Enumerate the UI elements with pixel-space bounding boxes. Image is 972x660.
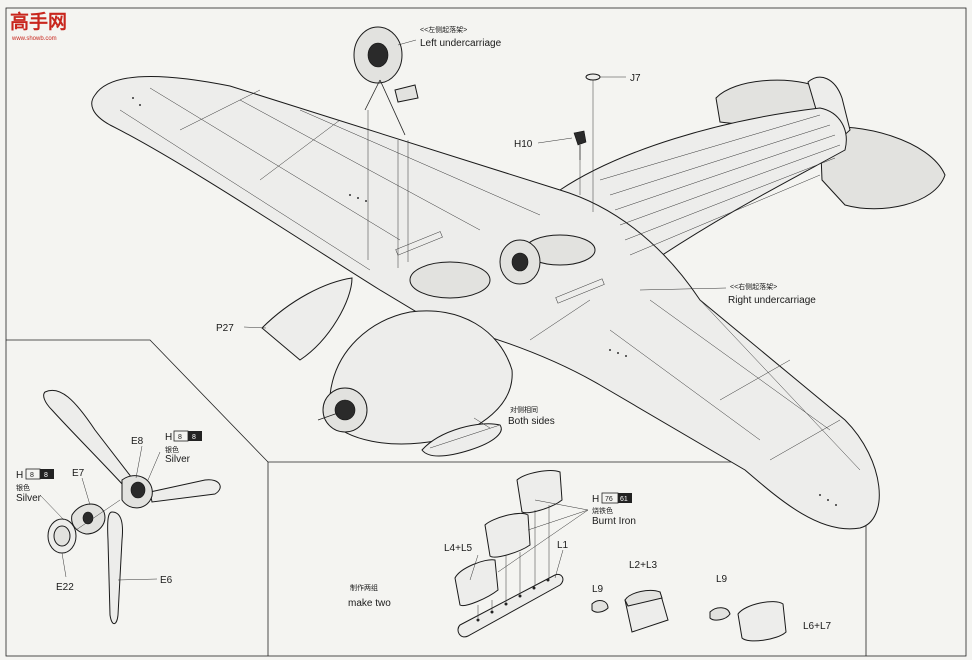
label-l4-l5: L4+L5	[444, 543, 473, 554]
both-sides-cn: 对侧相同	[510, 405, 538, 414]
svg-text:8: 8	[178, 434, 182, 441]
right-undercarriage-en: Right undercarriage	[728, 295, 816, 306]
aircraft-fuselage-wing	[91, 75, 946, 530]
label-p27: P27	[216, 323, 234, 334]
propeller-blade-right	[149, 479, 221, 503]
label-e7: E7	[72, 468, 85, 479]
svg-text:H: H	[592, 494, 599, 505]
label-l9-b: L9	[716, 574, 728, 585]
propeller-blade-lower	[107, 511, 123, 625]
part-h10-shape	[573, 130, 587, 195]
svg-text:Silver: Silver	[16, 493, 42, 504]
svg-text:H: H	[165, 432, 172, 443]
ventral-part	[421, 423, 502, 457]
propeller-assembly	[43, 389, 221, 625]
rivet-dots	[132, 97, 837, 506]
propeller-blade-upper	[43, 389, 133, 487]
left-undercarriage-en: Left undercarriage	[420, 38, 502, 49]
part-l4-l5-stack-2	[484, 512, 531, 558]
flap-slot-right	[555, 278, 605, 304]
svg-text:8: 8	[30, 472, 34, 479]
color-code-burnt-iron: H 76 61 烧铁色 Burnt Iron	[592, 492, 636, 527]
part-l4-l5-stack-1	[454, 559, 499, 607]
svg-text:银色: 银色	[165, 445, 179, 454]
right-undercarriage-cn: <<右侧起落架>	[730, 282, 777, 291]
leader-lines	[243, 39, 727, 429]
svg-text:8: 8	[44, 472, 48, 479]
svg-text:8: 8	[192, 434, 196, 441]
site-logo: 高手网 www.showb.com	[10, 10, 67, 42]
left-wheel-well	[409, 261, 491, 299]
svg-text:76: 76	[605, 496, 613, 503]
label-j7: J7	[630, 73, 641, 84]
make-two-en: make two	[348, 598, 391, 609]
part-l1-strip	[457, 573, 564, 638]
svg-text:H: H	[16, 470, 23, 481]
flap-slot-left	[395, 231, 443, 256]
label-l6-l7: L6+L7	[803, 621, 832, 632]
fuselage-stringers	[599, 114, 841, 256]
label-e22: E22	[56, 582, 74, 593]
part-l9-clip-b	[709, 607, 731, 621]
gear-door-bracket	[394, 84, 419, 103]
label-l2-l3: L2+L3	[629, 560, 658, 571]
left-undercarriage-assembly	[353, 26, 419, 268]
right-wheel-hub	[511, 252, 529, 272]
label-e6: E6	[160, 575, 173, 586]
label-l9-a: L9	[592, 584, 604, 595]
svg-text:银色: 银色	[16, 483, 30, 492]
svg-text:高手网: 高手网	[10, 10, 67, 33]
engine-hub	[334, 399, 356, 421]
svg-text:61: 61	[620, 496, 628, 503]
page-border	[5, 7, 967, 657]
svg-text:Burnt Iron: Burnt Iron	[592, 516, 636, 527]
wing-panel-lines	[119, 87, 861, 471]
svg-text:烧铁色: 烧铁色	[592, 506, 613, 515]
exhaust-assembly	[454, 470, 787, 642]
color-code-silver-e7: H 8 8 银色 Silver	[16, 468, 54, 504]
right-horizontal-stabilizer	[819, 126, 946, 210]
main-wing	[91, 75, 880, 530]
left-undercarriage-cn: <<左侧起落架>	[420, 25, 467, 34]
part-j7-shape	[585, 73, 601, 81]
left-wheel-hub	[367, 42, 389, 68]
svg-text:www.showb.com: www.showb.com	[11, 36, 57, 42]
make-two-cn: 制作两组	[350, 583, 378, 592]
engine-cowling	[329, 310, 513, 445]
part-l6-l7-block	[737, 601, 787, 642]
label-h10: H10	[514, 139, 533, 150]
part-p27-shape	[261, 277, 353, 361]
part-l9-clip-a	[591, 600, 609, 613]
color-code-silver-e8: H 8 8 银色 Silver	[165, 430, 202, 465]
prop-shaft	[317, 412, 339, 421]
both-sides-en: Both sides	[508, 416, 555, 427]
svg-text:Silver: Silver	[165, 454, 191, 465]
label-l1: L1	[557, 540, 569, 551]
part-l4-l5-stack-3	[516, 470, 563, 514]
label-e8: E8	[131, 436, 144, 447]
